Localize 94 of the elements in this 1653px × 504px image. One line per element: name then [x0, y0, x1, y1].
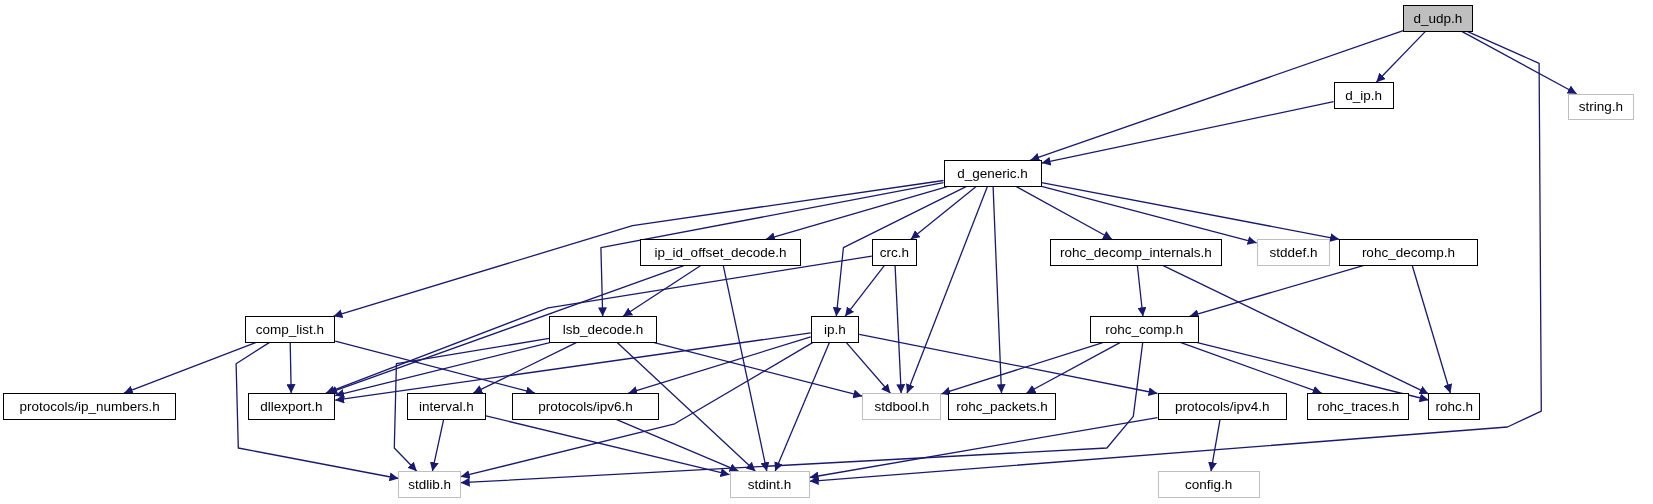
- arrow: [616, 341, 757, 472]
- arrow: [627, 336, 812, 395]
- arrow: [1208, 418, 1221, 472]
- file-name: string.h: [1578, 99, 1623, 115]
- file-name: dllexport.h: [260, 398, 323, 414]
- file-box: [3, 393, 177, 420]
- file-box: [1333, 82, 1394, 109]
- arrow: [616, 418, 740, 472]
- arrow: [844, 265, 885, 317]
- arrow: [1025, 341, 1121, 394]
- file-name: rohc.h: [1435, 398, 1474, 414]
- arrow: [832, 185, 967, 317]
- file-box: [1157, 393, 1288, 420]
- arrow: [123, 341, 257, 395]
- file-box: [639, 239, 802, 266]
- file-box: [943, 160, 1042, 187]
- arrow: [722, 265, 770, 472]
- file-box: [1338, 239, 1478, 266]
- arrow: [906, 185, 989, 394]
- file-box: [406, 393, 486, 420]
- file-name: stdint.h: [747, 476, 792, 492]
- arrow: [460, 341, 1144, 487]
- arrow: [622, 265, 702, 317]
- file-box: [810, 316, 860, 343]
- file-box: [1428, 393, 1481, 420]
- arrow: [1015, 185, 1113, 240]
- file-box: [947, 393, 1057, 420]
- arrow: [808, 416, 1159, 481]
- arrow: [325, 255, 873, 395]
- file-box: [1307, 393, 1410, 420]
- file-box: [398, 471, 461, 498]
- file-name: d_generic.h: [957, 165, 1028, 181]
- arrow: [393, 337, 550, 472]
- file-box: [1567, 93, 1634, 121]
- arrow: [894, 265, 906, 394]
- file-box: [1090, 316, 1199, 343]
- arrow: [332, 179, 945, 318]
- file-name: stdbool.h: [874, 398, 930, 414]
- arrow: [485, 415, 731, 477]
- arrow: [286, 341, 296, 394]
- file-name: comp_list.h: [255, 321, 325, 337]
- file-name: ip.h: [824, 321, 846, 337]
- arrow: [1029, 29, 1404, 162]
- file-name: rohc_packets.h: [956, 398, 1048, 414]
- file-name: protocols/ipv6.h: [538, 398, 633, 414]
- file-name: rohc_decomp.h: [1361, 244, 1455, 260]
- file-name: protocols/ip_numbers.h: [19, 398, 160, 414]
- arrow: [858, 333, 1159, 397]
- file-name: ip_id_offset_decode.h: [654, 244, 787, 260]
- file-name: lsb_decode.h: [562, 321, 644, 337]
- arrow: [1411, 265, 1453, 394]
- file-box: [871, 239, 918, 266]
- file-box: [549, 316, 657, 343]
- arrow: [597, 182, 945, 317]
- file-box: [244, 316, 336, 343]
- file-name: d_ip.h: [1345, 87, 1382, 103]
- arrow: [460, 341, 814, 479]
- file-name: protocols/ipv4.h: [1175, 398, 1270, 414]
- file-name: d_udp.h: [1413, 10, 1463, 26]
- arrow: [1040, 101, 1335, 166]
- arrow: [774, 341, 831, 472]
- arrow: [472, 341, 577, 394]
- arrow: [1375, 30, 1426, 83]
- file-name: interval.h: [419, 398, 474, 414]
- arrow: [1180, 341, 1323, 395]
- arrow: [992, 185, 1006, 394]
- arrow: [808, 30, 1542, 486]
- file-box: [247, 393, 336, 420]
- arrow: [429, 418, 445, 472]
- arrow: [1040, 185, 1258, 245]
- arrow: [1136, 265, 1147, 317]
- arrow: [1040, 182, 1340, 243]
- file-name: crc.h: [879, 244, 910, 260]
- file-box: [512, 393, 659, 420]
- file-box: [862, 393, 942, 420]
- file-name: rohc_comp.h: [1105, 321, 1184, 337]
- arrow: [235, 341, 400, 482]
- arrow: [334, 332, 812, 404]
- file-box: [1157, 471, 1260, 498]
- file-box: [729, 471, 810, 498]
- file-name: rohc_decomp_internals.h: [1060, 244, 1212, 260]
- file-name: config.h: [1185, 476, 1233, 492]
- arrow: [940, 341, 1104, 396]
- file-box: [1403, 5, 1473, 32]
- arrow: [845, 341, 892, 394]
- file-name: stdlib.h: [408, 476, 451, 492]
- file-name: stddef.h: [1269, 244, 1318, 260]
- arrow: [1162, 265, 1430, 395]
- arrow: [1196, 341, 1430, 403]
- file-box: [1050, 239, 1222, 266]
- file-box: [1256, 239, 1331, 266]
- file-name: rohc_traces.h: [1317, 398, 1400, 414]
- arrow: [1461, 30, 1578, 95]
- arrow: [910, 185, 977, 240]
